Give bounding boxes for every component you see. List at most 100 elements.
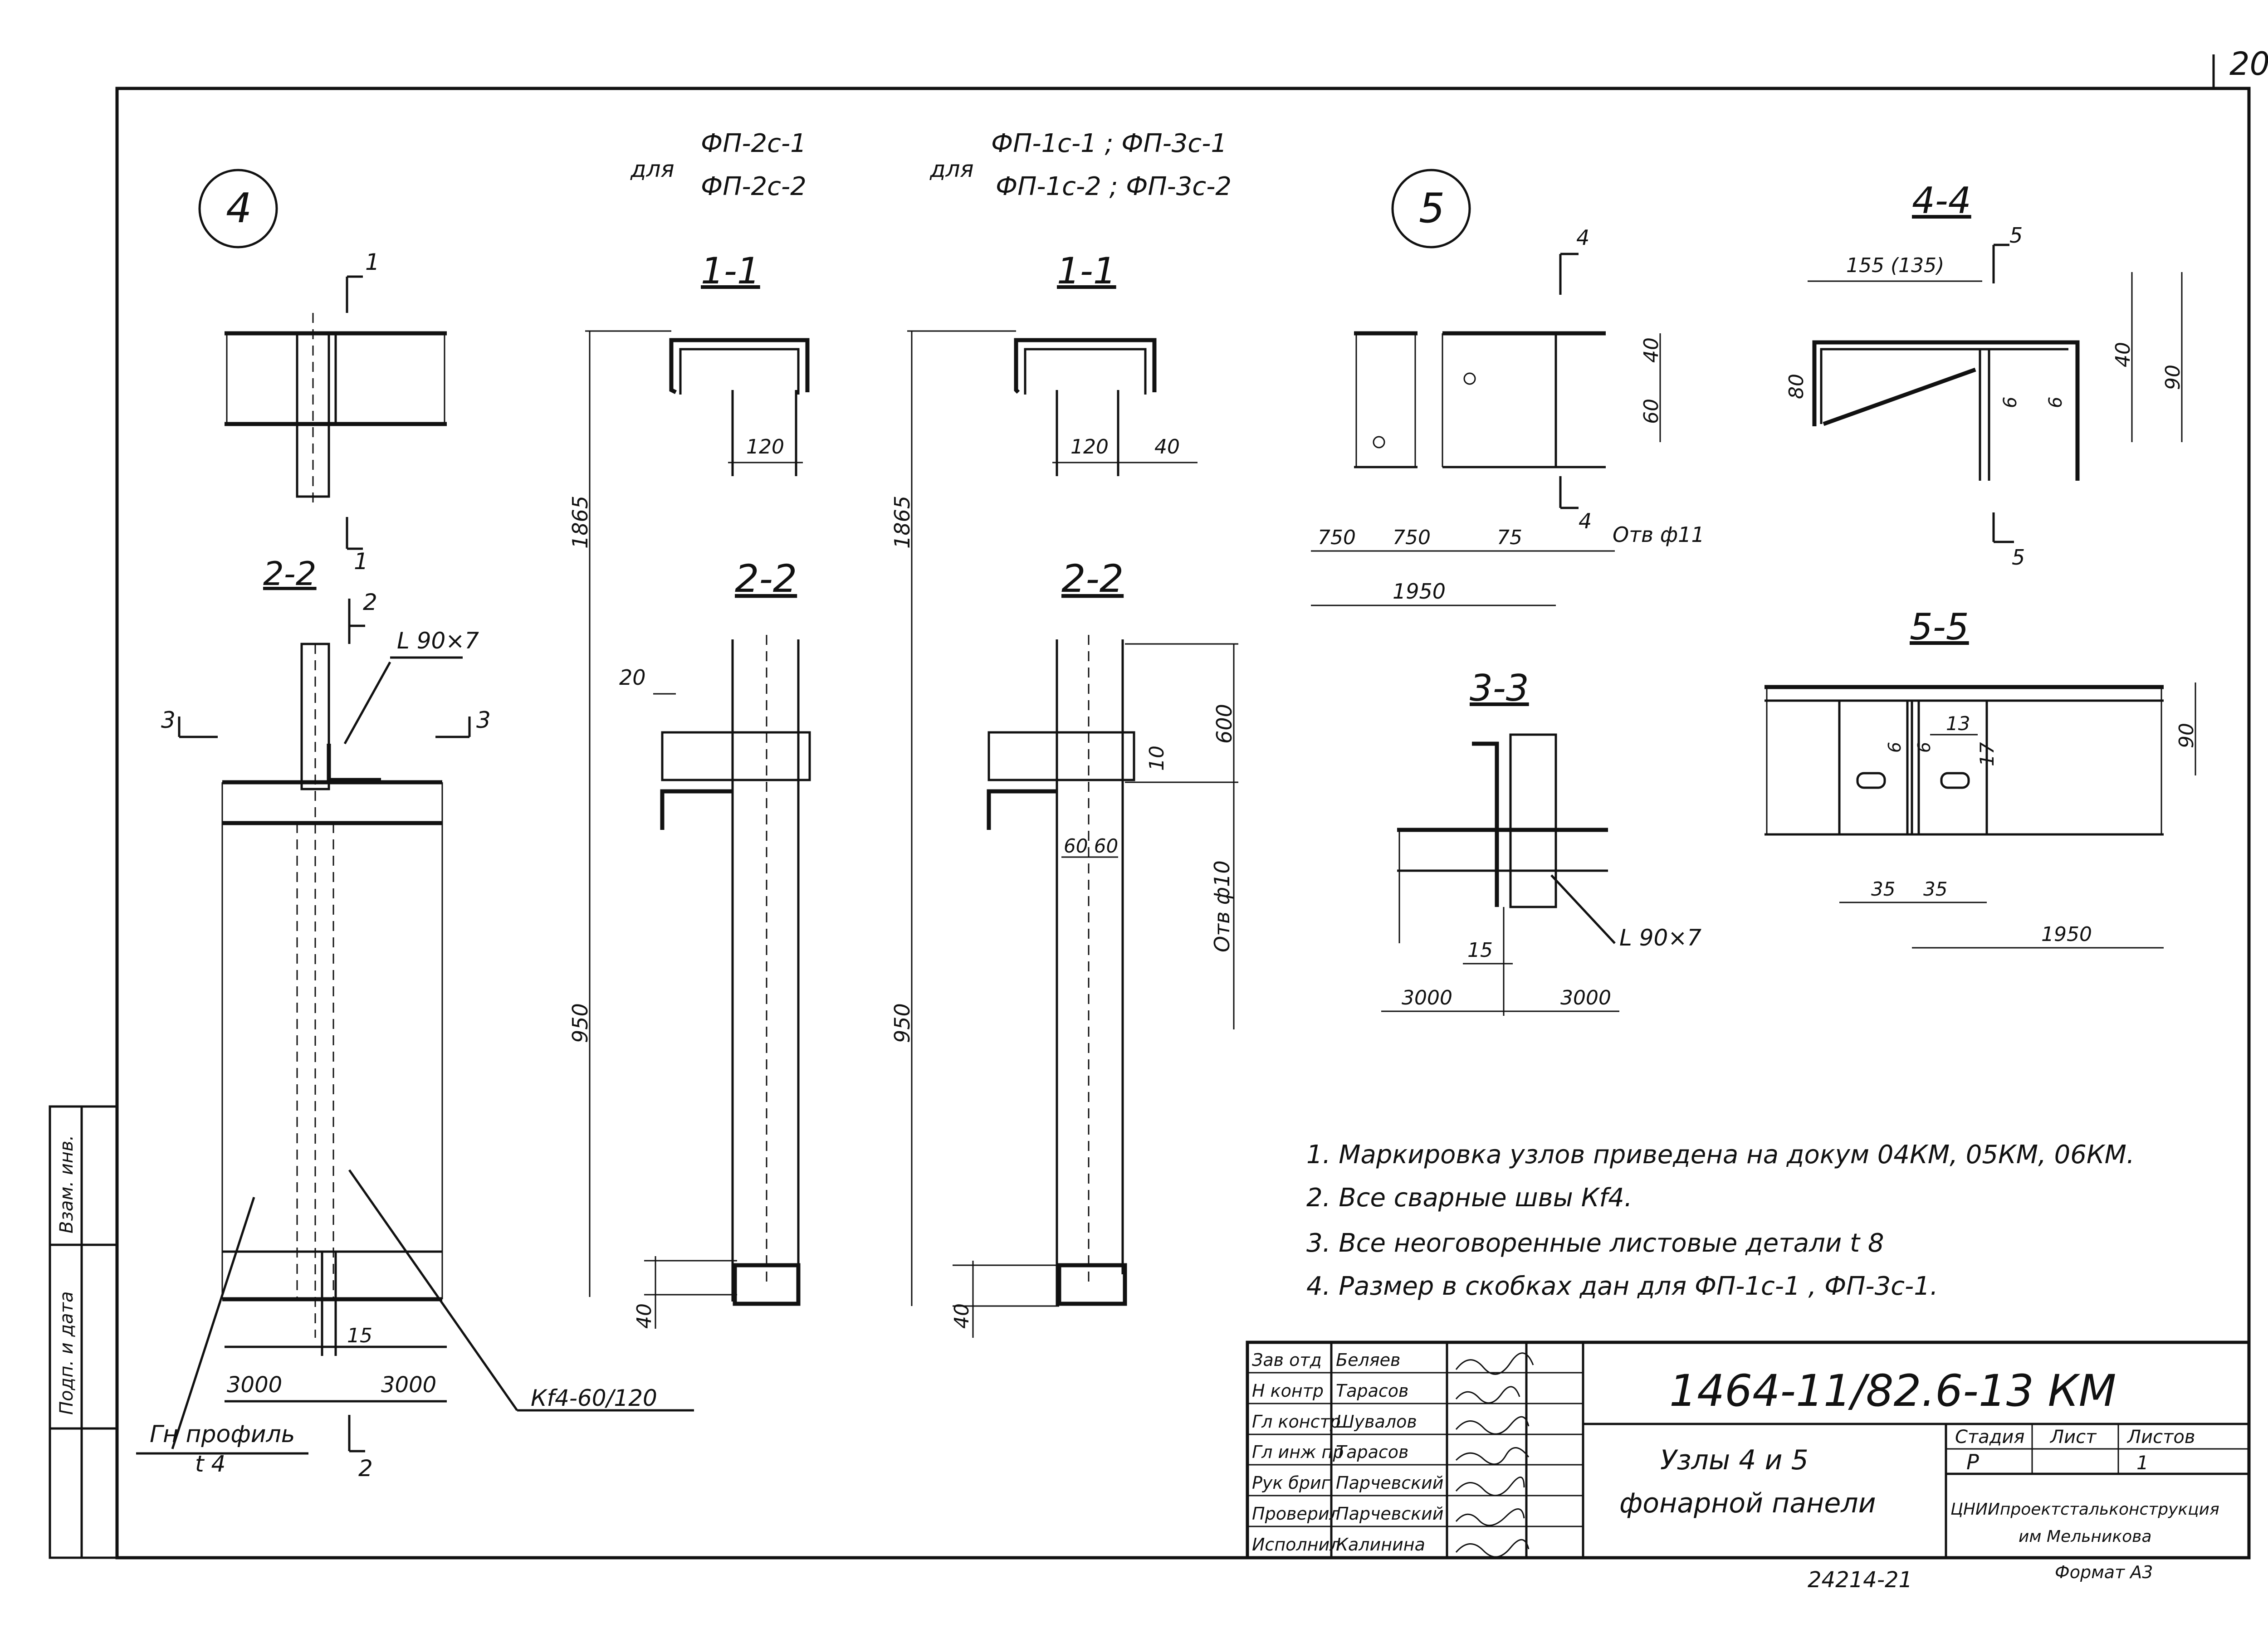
drawing-code: 1464-11/82.6-13 КМ bbox=[1669, 1365, 2116, 1416]
side-stamp-cell-1: Взам. инв. bbox=[56, 1135, 77, 1233]
sheet-frame: 20 bbox=[115, 45, 2268, 1560]
node-4-callout: 4 bbox=[226, 185, 252, 232]
node-5-hole: Отв ф11 bbox=[1613, 522, 1705, 547]
sec-b-dim-10: 10 bbox=[1145, 746, 1168, 771]
node-5-front: 4 4 40 60 750 750 75 Отв ф11 1950 bbox=[1311, 225, 1705, 606]
node-4-dim-3000-right: 3000 bbox=[381, 1372, 436, 1398]
sec-4-4-dim-6a: 6 bbox=[2000, 397, 2021, 408]
sec-b-dim-60-60: 60 60 bbox=[1064, 835, 1118, 857]
sheets-header: Листов bbox=[2126, 1427, 2195, 1448]
node-4-dim-3000-left: 3000 bbox=[227, 1372, 282, 1398]
cut-2-top: 2 bbox=[363, 589, 377, 615]
node-5: 5 4 4 40 60 750 750 75 Отв bbox=[1311, 169, 2198, 1016]
sec-3-3-dim-15: 15 bbox=[1467, 939, 1493, 962]
node-4-section-a: 1-1 120 1865 2-2 20 950 40 bbox=[568, 250, 811, 1329]
node-4-plan-section-label: 2-2 bbox=[263, 555, 317, 593]
role-7: Исполнил bbox=[1252, 1535, 1341, 1555]
sec-4-4-dim-40: 40 bbox=[2112, 342, 2135, 367]
sec-3-3-dim-3000a: 3000 bbox=[1402, 986, 1452, 1009]
side-stamp-cell-2: Подп. и дата bbox=[56, 1292, 77, 1415]
sheet-header: Лист bbox=[2049, 1427, 2097, 1448]
sec-5-5-dim-1950: 1950 bbox=[2041, 923, 2092, 946]
note-2: 2. Все сварные швы Кf4. bbox=[1306, 1183, 1633, 1213]
sec-b-hole: Отв ф10 bbox=[1210, 860, 1234, 952]
node-4-dim-15: 15 bbox=[347, 1324, 372, 1347]
cut-2-bottom: 2 bbox=[358, 1455, 373, 1482]
node-5-dim-750b: 750 bbox=[1393, 526, 1431, 549]
node-4-weld: Кf4-60/120 bbox=[531, 1385, 657, 1411]
sec-4-4-cut-5-top: 5 bbox=[2009, 223, 2023, 248]
name-6: Парчевский bbox=[1336, 1504, 1443, 1524]
node-5-dim-75: 75 bbox=[1497, 526, 1522, 549]
sec-5-5-dim-35b: 35 bbox=[1923, 878, 1947, 900]
node-4-profile-2: t 4 bbox=[195, 1451, 225, 1477]
sec-b-dim-40-top: 40 bbox=[1154, 435, 1180, 458]
name-5: Парчевский bbox=[1336, 1473, 1443, 1493]
signatures bbox=[1455, 1352, 1534, 1558]
name-7: Калинина bbox=[1336, 1535, 1425, 1555]
name-1: Беляев bbox=[1336, 1350, 1400, 1370]
sec-3-3-angle: L 90×7 bbox=[1619, 925, 1701, 951]
sec-4-4-cut-5-bottom: 5 bbox=[2012, 545, 2025, 570]
node-4-for-b: для bbox=[929, 156, 974, 182]
sec-b-dim-600: 600 bbox=[1212, 704, 1237, 744]
sec-a-title-1-1: 1-1 bbox=[701, 250, 760, 292]
sec-a-dim-120: 120 bbox=[746, 435, 784, 458]
drawing-title-2: фонарной панели bbox=[1619, 1487, 1876, 1519]
role-5: Рук бриг bbox=[1252, 1473, 1331, 1493]
node-4: 4 для ФП-2с-1 ФП-2с-2 для ФП-1с-1 ; ФП-3… bbox=[136, 129, 1238, 1482]
note-1: 1. Маркировка узлов приведена на докум 0… bbox=[1306, 1140, 2135, 1170]
bottom-stamp: 24214-21 bbox=[1808, 1567, 1912, 1593]
stage-value: Р bbox=[1966, 1450, 1979, 1474]
node-5-dim-40: 40 bbox=[1640, 337, 1663, 363]
sec-a-dim-40: 40 bbox=[633, 1303, 656, 1329]
role-6: Проверил bbox=[1252, 1504, 1340, 1524]
sec-4-4-dim-155: 155 (135) bbox=[1846, 254, 1944, 277]
sec-a-title-2-2: 2-2 bbox=[735, 556, 797, 601]
sec-5-5-dim-13: 13 bbox=[1946, 712, 1970, 735]
sec-5-5-dim-6a: 6 bbox=[1885, 742, 1905, 753]
page-number: 20 bbox=[2229, 45, 2268, 83]
name-3: Шувалов bbox=[1336, 1412, 1417, 1432]
node-5-callout-circle bbox=[1391, 169, 1471, 249]
sec-b-title-2-2: 2-2 bbox=[1061, 556, 1124, 601]
cut-1-top: 1 bbox=[365, 249, 380, 275]
sec-a-dim-20: 20 bbox=[619, 665, 646, 690]
node-4-angle: L 90×7 bbox=[397, 628, 479, 654]
node-4-plan-top: 1 1 bbox=[225, 249, 447, 575]
stage-header: Стадия bbox=[1955, 1427, 2024, 1448]
node-5-cut-4-bottom: 4 bbox=[1579, 509, 1592, 533]
sheets-value: 1 bbox=[2136, 1452, 2149, 1474]
sec-5-5-dim-35a: 35 bbox=[1871, 878, 1895, 900]
node-4-plan-main: 2-2 2 L 90×7 3 3 bbox=[136, 555, 694, 1482]
sec-5-5-title: 5-5 bbox=[1910, 606, 1969, 648]
node-5-section-5-5: 5-5 13 6 6 17 90 35 35 1950 bbox=[1765, 606, 2198, 949]
sec-b-dim-120: 120 bbox=[1070, 435, 1109, 458]
node-5-section-3-3: 3-3 15 L 90×7 3000 3000 bbox=[1381, 667, 1701, 1016]
node-4-callout-circle bbox=[198, 169, 278, 249]
node-4-group-a-2: ФП-2с-2 bbox=[701, 172, 807, 201]
role-3: Гл констр bbox=[1252, 1412, 1341, 1432]
node-4-profile-1: Гн профиль bbox=[150, 1421, 295, 1448]
sec-b-dim-1865: 1865 bbox=[890, 496, 914, 549]
name-4: Тарасов bbox=[1336, 1442, 1408, 1462]
sec-4-4-dim-6b: 6 bbox=[2045, 397, 2066, 408]
node-5-callout: 5 bbox=[1419, 185, 1445, 232]
title-block: 1464-11/82.6-13 КМ Зав отд Беляев Н конт… bbox=[1246, 1341, 2251, 1593]
node-4-for-a: для bbox=[630, 156, 675, 182]
node-4-group-b-1: ФП-1с-1 ; ФП-3с-1 bbox=[991, 129, 1227, 158]
sec-5-5-dim-6b: 6 bbox=[1914, 742, 1934, 753]
sec-b-dim-40: 40 bbox=[950, 1303, 973, 1329]
role-2: Н контр bbox=[1252, 1381, 1324, 1401]
cut-3-left: 3 bbox=[161, 707, 176, 733]
sec-5-5-dim-90: 90 bbox=[2175, 723, 2198, 748]
sec-4-4-dim-80: 80 bbox=[1785, 374, 1808, 399]
node-4-section-b: 1-1 120 40 1865 2-2 600 bbox=[890, 250, 1238, 1338]
node-4-group-b-2: ФП-1с-2 ; ФП-3с-2 bbox=[996, 172, 1232, 201]
sec-3-3-dim-3000b: 3000 bbox=[1560, 986, 1611, 1009]
sec-b-title-1-1: 1-1 bbox=[1057, 250, 1116, 292]
sec-5-5-dim-17: 17 bbox=[1976, 742, 1998, 766]
node-5-dim-1950: 1950 bbox=[1393, 579, 1446, 604]
node-5-section-4-4: 4-4 5 155 (135) 80 6 6 40 90 5 bbox=[1785, 180, 2185, 570]
cut-3-right: 3 bbox=[476, 707, 491, 733]
